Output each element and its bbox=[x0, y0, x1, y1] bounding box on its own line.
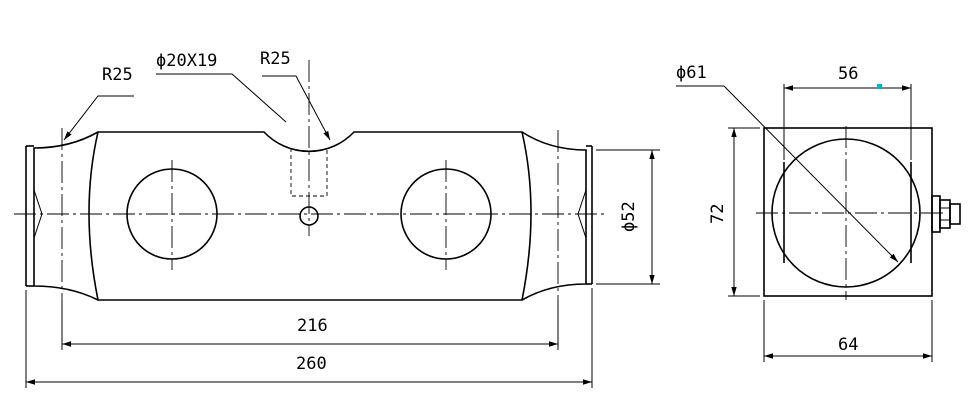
label-r25-left: R25 bbox=[102, 65, 133, 85]
left-end-cap bbox=[33, 131, 99, 301]
dim-label-64: 64 bbox=[838, 335, 858, 355]
front-view: 216 260 ϕ52 R25 ϕ20X19 R25 bbox=[14, 49, 660, 388]
leader-r25-left bbox=[63, 95, 134, 141]
side-view: ϕ61 56 72 64 bbox=[676, 63, 961, 362]
beam-body-outline bbox=[88, 131, 532, 301]
dim-label-phi52: ϕ52 bbox=[619, 201, 639, 232]
dim-label-72: 72 bbox=[708, 204, 728, 224]
label-phi61: ϕ61 bbox=[676, 63, 707, 83]
leader-phi20x19 bbox=[156, 73, 287, 123]
right-end-cap bbox=[521, 131, 587, 301]
label-r25-top: R25 bbox=[260, 49, 291, 69]
cyan-marker bbox=[877, 84, 882, 89]
cable-connector bbox=[931, 195, 961, 233]
dim-label-216: 216 bbox=[297, 316, 328, 336]
dim-label-260: 260 bbox=[296, 354, 327, 374]
leader-r25-top bbox=[262, 75, 331, 141]
dim-label-56: 56 bbox=[838, 64, 858, 84]
label-phi20x19: ϕ20X19 bbox=[156, 51, 217, 71]
leader-phi61 bbox=[723, 85, 899, 263]
